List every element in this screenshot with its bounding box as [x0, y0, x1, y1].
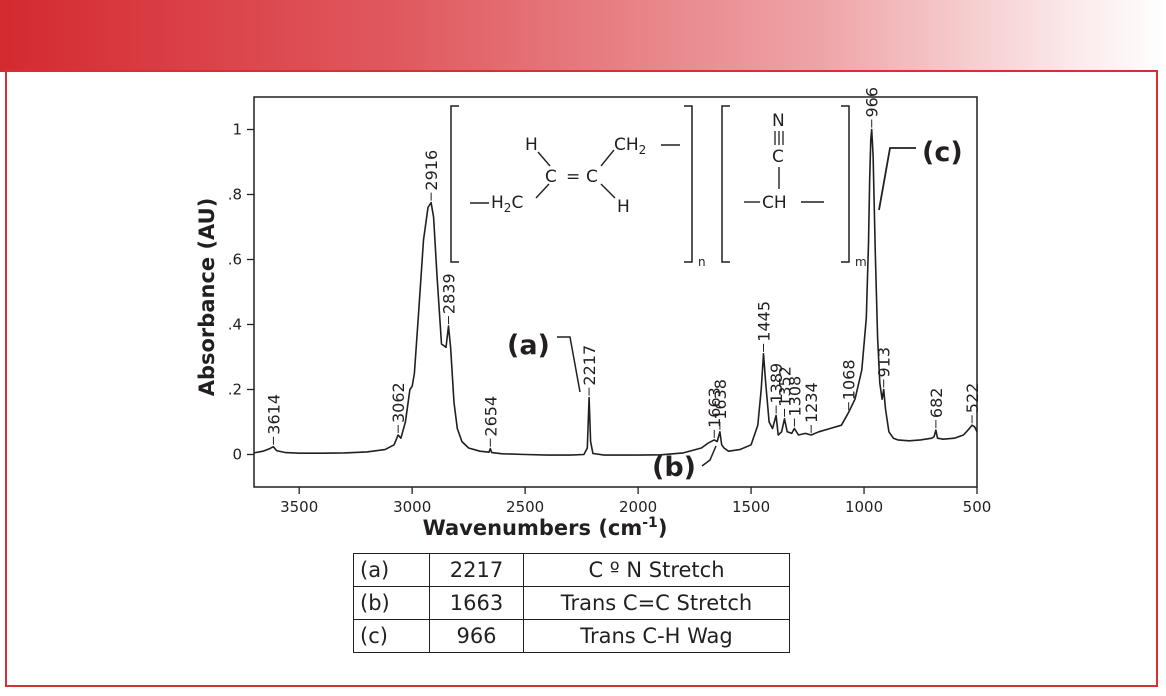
- group-ch2: CH2: [614, 135, 646, 157]
- peak-label: 1234: [802, 382, 821, 423]
- table-cell-assignment: C º N Stretch: [523, 553, 790, 587]
- table-row: (a) 2217 C º N Stretch: [353, 553, 790, 587]
- bond-h-c1: [537, 151, 551, 167]
- peak-label: 1352: [776, 366, 795, 407]
- group-ch2-ch: CH: [614, 135, 639, 155]
- callout-c-leader: [878, 147, 916, 211]
- x-tick-label: 2500: [506, 498, 544, 516]
- bracket-left-1: [450, 105, 459, 263]
- table-cell-wavenumber: 2217: [429, 553, 524, 587]
- peak-label: 1663: [705, 387, 724, 428]
- x-tick-label: 1500: [732, 498, 770, 516]
- atom-n: N: [772, 111, 785, 131]
- x-axis-title: Wavenumbers (cm-1): [423, 515, 668, 540]
- group-ch2-sub: 2: [639, 143, 647, 157]
- y-tick-label: .6: [228, 251, 242, 269]
- x-tick-label: 500: [963, 498, 992, 516]
- peak-label: 1445: [755, 301, 774, 342]
- group-h2c: H2C: [491, 193, 523, 215]
- peak-label: 2916: [422, 150, 441, 191]
- y-tick-label: 1: [232, 121, 242, 139]
- x-axis-ticks: 3500 3000 2500 2000 1500 1000 500: [280, 487, 991, 516]
- table-row: (c) 966 Trans C-H Wag: [353, 619, 790, 653]
- group-ch: CH: [762, 193, 787, 213]
- atom-c1: C: [545, 167, 557, 187]
- structure-unit-2: m N C CH: [721, 105, 867, 269]
- peak-label: 966: [863, 87, 882, 118]
- atom-c2: C: [586, 167, 598, 187]
- peak-label: 1308: [785, 376, 804, 417]
- table-cell-wavenumber: 966: [429, 619, 524, 653]
- table-row: (b) 1663 Trans C=C Stretch: [353, 586, 790, 620]
- peak-label: 682: [927, 388, 946, 419]
- atom-c-nitrile: C: [772, 147, 784, 167]
- atom-h-top-left: H: [525, 135, 538, 155]
- peak-label: 2654: [481, 396, 500, 437]
- bond-c1-h2c: [535, 183, 550, 199]
- plot-area-border: [253, 96, 978, 488]
- double-bond: =: [566, 167, 580, 187]
- subscript-m: m: [855, 255, 867, 269]
- group-h2c-sub: 2: [504, 201, 512, 215]
- table-cell-label: (b): [353, 586, 430, 620]
- callout-b-label: (b): [652, 452, 696, 483]
- x-tick-label: 3000: [393, 498, 431, 516]
- bond-c2-ch2: [600, 149, 615, 167]
- structure-unit-1: n H C = C CH2 H H2C: [450, 105, 706, 269]
- peak-label: 2839: [440, 273, 459, 314]
- y-tick-label: 0: [232, 446, 242, 464]
- peak-label: 3614: [264, 394, 283, 435]
- spectrum-line: [253, 128, 978, 456]
- callout-a-leader: [557, 336, 581, 393]
- table-cell-label: (a): [353, 553, 430, 587]
- x-tick-label: 1000: [845, 498, 883, 516]
- table-cell-wavenumber: 1663: [429, 586, 524, 620]
- bracket-left-2: [721, 105, 730, 263]
- x-tick-label: 2000: [619, 498, 657, 516]
- callout-b-leader: [701, 445, 717, 467]
- y-tick-label: .2: [228, 381, 242, 399]
- callout-c-label: (c): [922, 137, 963, 168]
- y-tick-label: .4: [228, 316, 242, 334]
- bracket-right-1: [684, 105, 693, 263]
- peak-assignment-table: (a) 2217 C º N Stretch (b) 1663 Trans C=…: [353, 553, 790, 653]
- x-axis-title-close: ): [658, 516, 668, 540]
- group-h2c-h: H: [491, 193, 504, 213]
- peak-label: 1638: [711, 379, 730, 420]
- callout-a-label: (a): [507, 330, 550, 361]
- peak-label: 1389: [767, 363, 786, 404]
- atom-h-bottom-right: H: [617, 197, 630, 217]
- peak-label: 3062: [389, 382, 408, 423]
- subscript-n: n: [698, 255, 706, 269]
- x-axis-title-main: Wavenumbers (cm: [423, 516, 643, 540]
- x-tick-label: 3500: [280, 498, 318, 516]
- bracket-right-2: [841, 105, 850, 263]
- table-cell-label: (c): [353, 619, 430, 653]
- table-cell-assignment: Trans C-H Wag: [523, 619, 790, 653]
- figure-frame: [5, 70, 1158, 687]
- group-h2c-c: C: [511, 193, 523, 213]
- y-axis-title: Absorbance (AU): [195, 198, 219, 397]
- peak-label: 2217: [580, 345, 599, 386]
- peak-label: 1068: [840, 359, 859, 400]
- peak-label: 522: [963, 383, 982, 414]
- header-banner: [0, 0, 1166, 72]
- table-cell-assignment: Trans C=C Stretch: [523, 586, 790, 620]
- bond-c2-h: [600, 183, 616, 199]
- y-tick-label: .8: [228, 186, 242, 204]
- y-axis-ticks: 0 .2 .4 .6 .8 1: [228, 121, 254, 464]
- peak-label: 913: [875, 347, 894, 378]
- x-axis-title-superscript: -1: [642, 515, 658, 531]
